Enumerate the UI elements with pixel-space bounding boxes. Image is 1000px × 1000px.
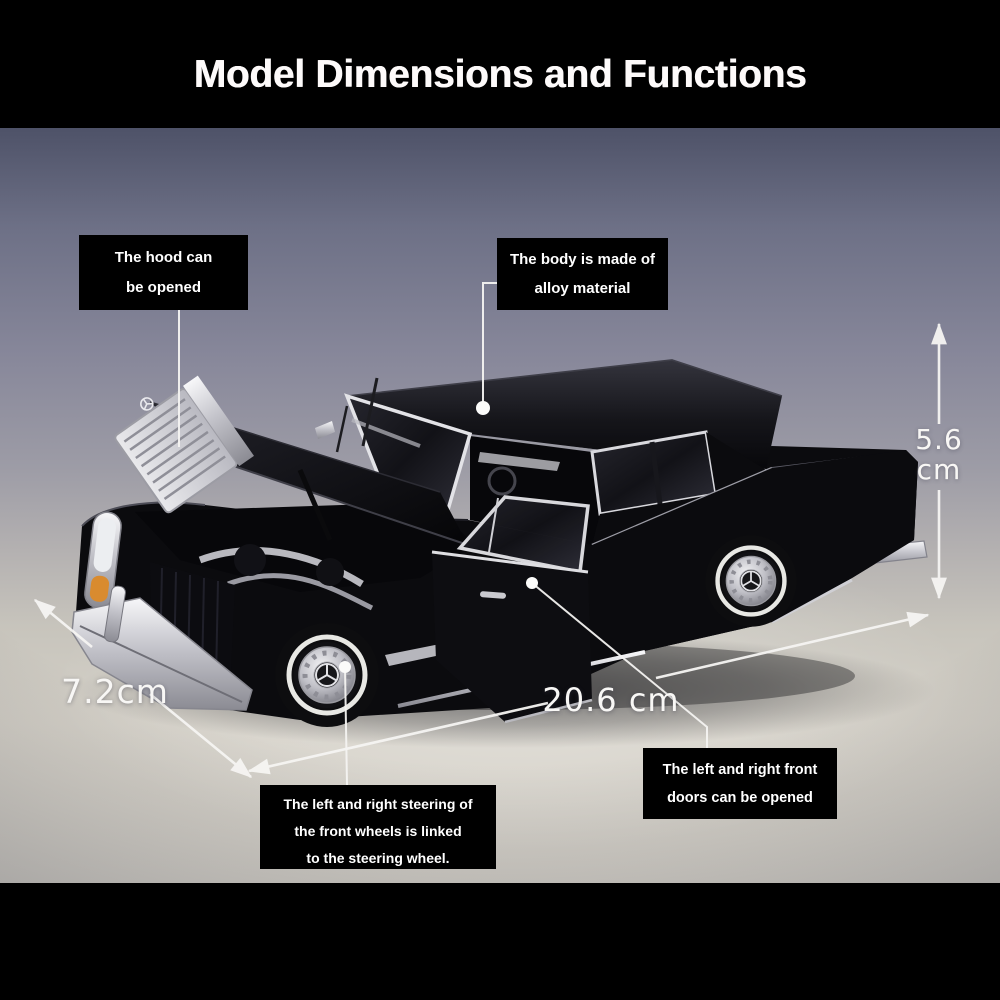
side-mirror	[315, 421, 335, 439]
dimension-height-value: 5.6	[915, 423, 963, 456]
callout-dot-wheel	[339, 661, 351, 673]
callout-steering-line1: The left and right steering of	[283, 796, 473, 812]
callout-body-line2: alloy material	[534, 280, 631, 297]
hood-grille	[114, 375, 254, 514]
callout-hood-line1: The hood can	[114, 249, 213, 266]
connector-steering	[344, 667, 348, 786]
model-photo-area: The hood can be opened The body is made …	[0, 128, 1000, 883]
mercedes-star-icon	[140, 397, 154, 411]
dimension-width-label: 7.2cm	[61, 672, 169, 711]
connector-body	[482, 282, 497, 404]
dimension-arrow-length-left	[247, 701, 549, 775]
dimension-arrow-width-top	[33, 598, 93, 649]
callout-steering-line3: to the steering wheel.	[306, 850, 450, 866]
wiper	[361, 377, 379, 447]
callout-body-line1: The body is made of	[509, 251, 656, 268]
mercedes-star-icon	[740, 570, 762, 592]
dimension-arrow-length-right	[655, 611, 930, 680]
footer-bar	[0, 883, 1000, 1000]
door-handle	[480, 591, 506, 599]
front-wheel	[275, 623, 379, 727]
dimension-length-label: 20.6 cm	[542, 681, 680, 719]
callout-hood-line2: be opened	[125, 279, 201, 296]
callout-dot-door	[526, 577, 538, 589]
connector-doors	[531, 582, 708, 748]
header: Model Dimensions and Functions	[0, 0, 1000, 128]
dimension-height-unit: cm	[916, 453, 962, 486]
callout-doors-line2: doors can be opened	[667, 790, 813, 806]
model-car-illustration	[33, 282, 947, 786]
dimension-arrow-width-bottom	[149, 692, 253, 779]
rear-wheel	[705, 535, 797, 627]
open-front-door	[431, 495, 593, 724]
headlight	[84, 511, 122, 609]
callout-dot-body	[476, 401, 490, 415]
mercedes-star-icon	[315, 663, 339, 687]
callout-doors: The left and right front doors can be op…	[643, 748, 837, 819]
callout-hood: The hood can be opened	[79, 235, 248, 310]
callout-doors-line1: The left and right front	[662, 762, 818, 778]
page-title: Model Dimensions and Functions	[193, 53, 807, 96]
callout-body: The body is made of alloy material	[497, 238, 668, 310]
front-fascia	[71, 511, 253, 711]
callout-steering: The left and right steering of the front…	[260, 785, 496, 869]
callout-steering-line2: the front wheels is linked	[294, 823, 462, 839]
dimension-height-label: 5.6 cm	[900, 425, 978, 485]
